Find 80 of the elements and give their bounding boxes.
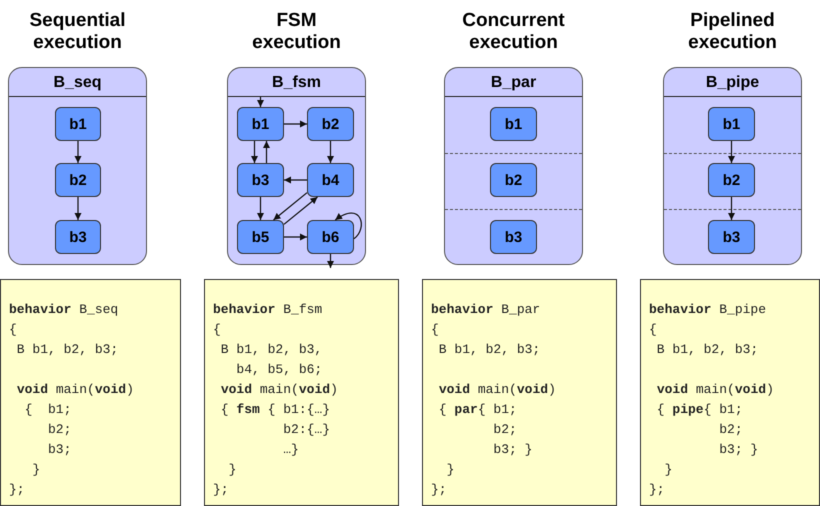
column-title: Sequential execution <box>28 10 127 54</box>
code-line: }; <box>649 481 665 499</box>
code-line: b2; <box>47 421 72 439</box>
code-line: } <box>31 461 40 479</box>
code-line: b3; <box>47 441 72 459</box>
arrow <box>284 176 307 184</box>
arrow <box>334 212 362 240</box>
state-box: b3 <box>708 220 755 254</box>
code-panel <box>204 279 399 506</box>
state-box: b2 <box>708 163 755 197</box>
code-line: { <box>431 321 439 339</box>
code-line: { fsm { b1:{…} <box>220 401 330 419</box>
code-line: B b1, b2, b3, <box>220 341 322 359</box>
code-line: } <box>446 461 454 479</box>
code-line: { par{ b1; <box>438 401 517 419</box>
code-line: { <box>213 321 221 339</box>
code-line: }; <box>213 481 229 499</box>
state-box: b3 <box>237 163 284 197</box>
code-line: b4, b5, b6; <box>235 361 322 379</box>
code-line: b3; } <box>492 441 532 459</box>
code-line: B b1, b2, b3; <box>438 341 540 359</box>
code-line: }; <box>9 481 25 499</box>
container-header: B_fsm <box>228 68 365 97</box>
code-line: B b1, b2, b3; <box>16 341 118 359</box>
state-box: b3 <box>490 220 537 254</box>
state-box: b1 <box>490 107 537 141</box>
arrow <box>74 197 82 220</box>
state-box: b4 <box>307 163 354 197</box>
arrow <box>257 97 264 107</box>
code-line: b3; } <box>718 441 758 459</box>
code-line: { <box>649 321 657 339</box>
code-line: { b1; <box>24 401 72 419</box>
state-box: b1 <box>55 107 101 141</box>
code-line: b2; <box>492 421 517 439</box>
arrow <box>327 254 334 268</box>
code-line: { pipe{ b1; <box>656 401 743 419</box>
code-line: b2:{…} <box>282 421 330 439</box>
code-line: behavior B_fsm <box>213 301 322 319</box>
state-box: b1 <box>708 107 755 141</box>
arrow <box>251 141 258 163</box>
arrow <box>284 120 307 128</box>
arrow <box>257 197 264 220</box>
arrow <box>273 192 308 220</box>
code-line: behavior B_par <box>431 301 540 319</box>
code-panel <box>422 279 617 506</box>
code-line: behavior B_seq <box>9 301 118 319</box>
container-header: B_par <box>445 68 582 97</box>
state-box: b3 <box>55 220 101 254</box>
state-box: b2 <box>307 107 354 141</box>
container-header: B_pipe <box>664 68 801 97</box>
code-line: b2; <box>718 421 743 439</box>
code-line: B b1, b2, b3; <box>656 341 758 359</box>
arrow <box>284 234 307 240</box>
state-box: b6 <box>307 220 354 254</box>
code-line: void main(void) <box>16 381 134 399</box>
column-title: Concurrent execution <box>461 10 566 54</box>
code-line: void main(void) <box>220 381 338 399</box>
arrow <box>728 197 735 220</box>
code-panel <box>0 279 181 506</box>
code-panel <box>640 279 820 506</box>
code-line: } <box>228 461 236 479</box>
arrow <box>284 196 318 225</box>
arrow <box>74 141 82 163</box>
column-title: Pipelined execution <box>687 10 778 54</box>
code-line: void main(void) <box>438 381 556 399</box>
container-header: B_seq <box>9 68 146 97</box>
code-line: …} <box>282 441 299 459</box>
column-title: FSM execution <box>251 10 342 54</box>
code-line: { <box>9 321 17 339</box>
state-box: b5 <box>237 220 284 254</box>
code-line: behavior B_pipe <box>649 301 766 319</box>
code-line: }; <box>431 481 447 499</box>
state-box: b2 <box>55 163 101 197</box>
arrow <box>327 141 334 163</box>
code-line: } <box>664 461 672 479</box>
arrow <box>728 141 735 163</box>
state-box: b1 <box>237 107 284 141</box>
code-line: void main(void) <box>656 381 774 399</box>
state-box: b2 <box>490 163 537 197</box>
arrow <box>263 141 270 163</box>
